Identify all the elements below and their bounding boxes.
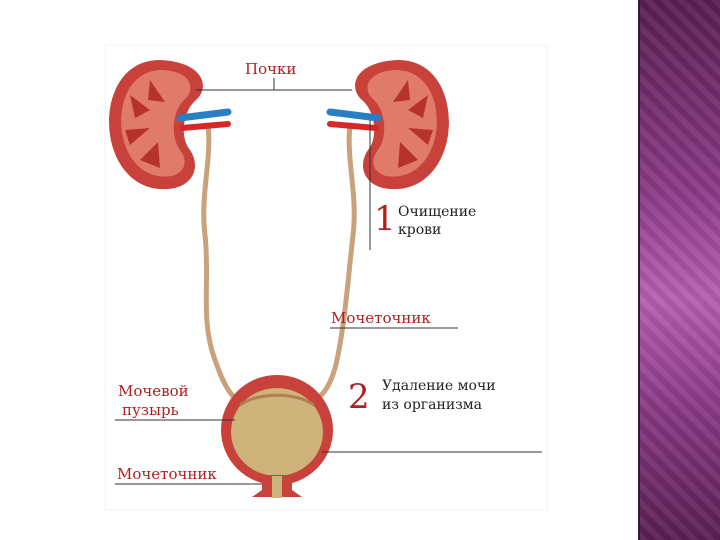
decorative-side-panel <box>640 0 720 540</box>
kidneys-label: Почки <box>245 61 296 78</box>
bladder-label-line1: Мочевой <box>118 383 189 400</box>
right-kidney <box>330 60 449 189</box>
urinary-system-diagram <box>0 0 640 540</box>
left-kidney <box>109 60 228 189</box>
right-renal-artery <box>330 124 376 128</box>
step2-text-line1: Удаление мочи <box>382 378 496 395</box>
left-renal-artery <box>182 124 228 128</box>
step2-text-line2: из организма <box>382 397 482 414</box>
urinary-bladder <box>221 375 333 498</box>
left-renal-vein <box>180 112 228 118</box>
ureter-middle-label: Мочеточник <box>331 310 431 327</box>
left-ureter <box>204 125 235 398</box>
ureter-bottom-label: Мочеточник <box>117 466 217 483</box>
bladder-label-line2: пузырь <box>122 402 179 419</box>
urethra-channel <box>272 476 282 498</box>
step1-text-line1: Очищение <box>398 204 476 221</box>
right-renal-vein <box>330 112 378 118</box>
step1-number: 1 <box>374 202 396 236</box>
right-ureter <box>318 125 354 398</box>
step1-text-line2: крови <box>398 222 441 239</box>
step2-number: 2 <box>348 380 370 414</box>
